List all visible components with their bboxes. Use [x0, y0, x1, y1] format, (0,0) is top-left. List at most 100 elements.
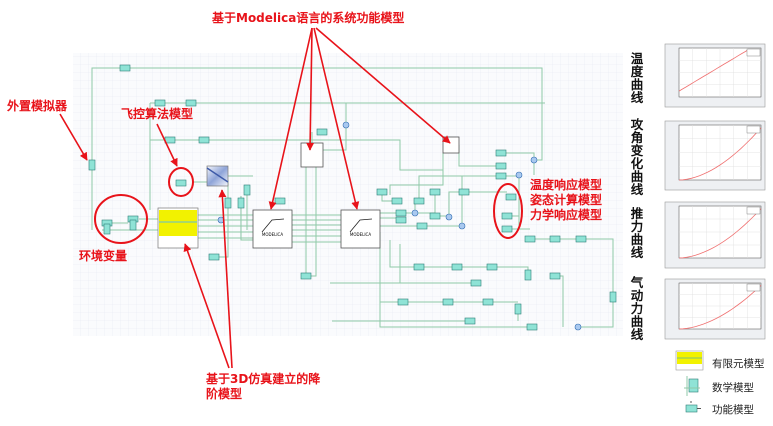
- function-block[interactable]: [208, 253, 220, 261]
- math-block[interactable]: [609, 291, 617, 303]
- flight-control-highlight: [168, 167, 194, 197]
- modelica-logo: MODELICA: [262, 232, 283, 237]
- wire: [389, 153, 444, 195]
- finite-element-icon: [675, 350, 704, 371]
- chart-legend: [746, 283, 761, 292]
- function-block[interactable]: [458, 188, 470, 196]
- function-block[interactable]: [198, 136, 210, 144]
- modelica-title-annotation: 基于Modelica语言的系统功能模型: [212, 11, 405, 25]
- function-block[interactable]: [413, 197, 425, 205]
- function-box-1[interactable]: [300, 142, 324, 168]
- function-model-icon: [685, 401, 701, 413]
- environment-annotation: 环境变量: [79, 249, 128, 263]
- response-models-highlight: [493, 183, 523, 239]
- function-block[interactable]: [416, 222, 428, 230]
- modelica-block-1[interactable]: MODELICA: [252, 209, 293, 249]
- series-line: [678, 127, 762, 181]
- sum-block[interactable]: [445, 213, 453, 221]
- function-block[interactable]: [549, 235, 561, 243]
- wire: [91, 67, 543, 230]
- function-block[interactable]: [501, 225, 513, 233]
- chart-4: [664, 278, 766, 340]
- reduced-order-line-2: 阶模型: [206, 387, 243, 401]
- series-line: [678, 49, 749, 92]
- sum-block[interactable]: [515, 171, 523, 179]
- chart-legend: [746, 125, 761, 134]
- function-block[interactable]: [119, 64, 131, 72]
- wire: [323, 125, 347, 151]
- wire: [240, 196, 253, 241]
- function-block[interactable]: [300, 272, 312, 280]
- reduced-order-line-1: 基于3D仿真建立的降: [206, 372, 321, 386]
- chart-legend: [746, 48, 761, 57]
- modelica-block-2[interactable]: MODELICA: [340, 209, 381, 249]
- modelica-logo: MODELICA: [350, 232, 371, 237]
- math-block[interactable]: [129, 219, 137, 231]
- function-block[interactable]: [397, 298, 409, 306]
- math-block[interactable]: [243, 184, 251, 196]
- function-block[interactable]: [395, 216, 407, 224]
- function-block[interactable]: [501, 212, 513, 220]
- component-blocks: [88, 64, 617, 331]
- sum-block[interactable]: [342, 121, 350, 129]
- function-block[interactable]: [464, 317, 476, 325]
- legend-math-model: 数学模型: [712, 382, 754, 394]
- function-block[interactable]: [526, 323, 538, 331]
- flight-control-annotation: 飞控算法模型: [121, 107, 194, 121]
- wire: [160, 139, 443, 171]
- function-block[interactable]: [495, 172, 507, 180]
- mechanical-response-label: 力学响应模型: [530, 208, 603, 222]
- sum-block[interactable]: [530, 156, 538, 164]
- function-block[interactable]: [442, 298, 454, 306]
- function-block[interactable]: [495, 149, 507, 157]
- function-block[interactable]: [451, 263, 463, 271]
- environment-highlight: [94, 194, 148, 244]
- reduced-order-annotation: 基于3D仿真建立的降 阶模型: [206, 372, 320, 402]
- function-block[interactable]: [175, 179, 187, 187]
- series-line: [678, 208, 762, 259]
- sum-block[interactable]: [458, 222, 466, 230]
- function-block[interactable]: [486, 263, 498, 271]
- function-block[interactable]: [549, 272, 561, 280]
- function-block[interactable]: [274, 197, 286, 205]
- function-block[interactable]: [495, 162, 507, 170]
- function-block[interactable]: [505, 193, 517, 201]
- function-block[interactable]: [482, 298, 494, 306]
- result-charts: [664, 43, 766, 340]
- function-block[interactable]: [395, 209, 407, 217]
- sum-block[interactable]: [411, 209, 419, 217]
- chart-label-aero-force: 气动力曲线: [630, 275, 644, 342]
- math-block[interactable]: [237, 197, 245, 209]
- legend-finite-element: 有限元模型: [712, 358, 765, 370]
- function-block[interactable]: [316, 128, 328, 136]
- reduced-order-block[interactable]: [206, 165, 229, 187]
- wire: [501, 152, 535, 175]
- function-block[interactable]: [413, 263, 425, 271]
- math-block[interactable]: [88, 159, 96, 171]
- math-block[interactable]: [524, 269, 532, 281]
- function-block[interactable]: [429, 188, 441, 196]
- function-block[interactable]: [575, 235, 587, 243]
- wire: [389, 240, 528, 268]
- chart-label-angle-of-attack: 攻角变化曲线: [630, 117, 644, 197]
- function-block[interactable]: [154, 99, 166, 107]
- math-block[interactable]: [224, 197, 232, 209]
- chart-legend: [746, 206, 761, 215]
- annotation-arrows: [59, 27, 451, 369]
- series-line: [678, 285, 762, 330]
- function-block[interactable]: [391, 197, 403, 205]
- function-block[interactable]: [376, 188, 388, 196]
- math-block[interactable]: [103, 223, 111, 235]
- function-block[interactable]: [185, 99, 197, 107]
- function-block[interactable]: [524, 235, 536, 243]
- function-block[interactable]: [470, 279, 482, 287]
- function-block[interactable]: [429, 212, 441, 220]
- wire: [418, 175, 501, 201]
- math-model-icon: [684, 376, 700, 396]
- response-models-annotation: 温度响应模型 姿态计算模型 力学响应模型: [530, 178, 602, 223]
- sum-block[interactable]: [574, 323, 582, 331]
- attitude-calc-label: 姿态计算模型: [530, 193, 603, 207]
- math-block[interactable]: [514, 303, 522, 315]
- finite-element-block[interactable]: [157, 207, 199, 249]
